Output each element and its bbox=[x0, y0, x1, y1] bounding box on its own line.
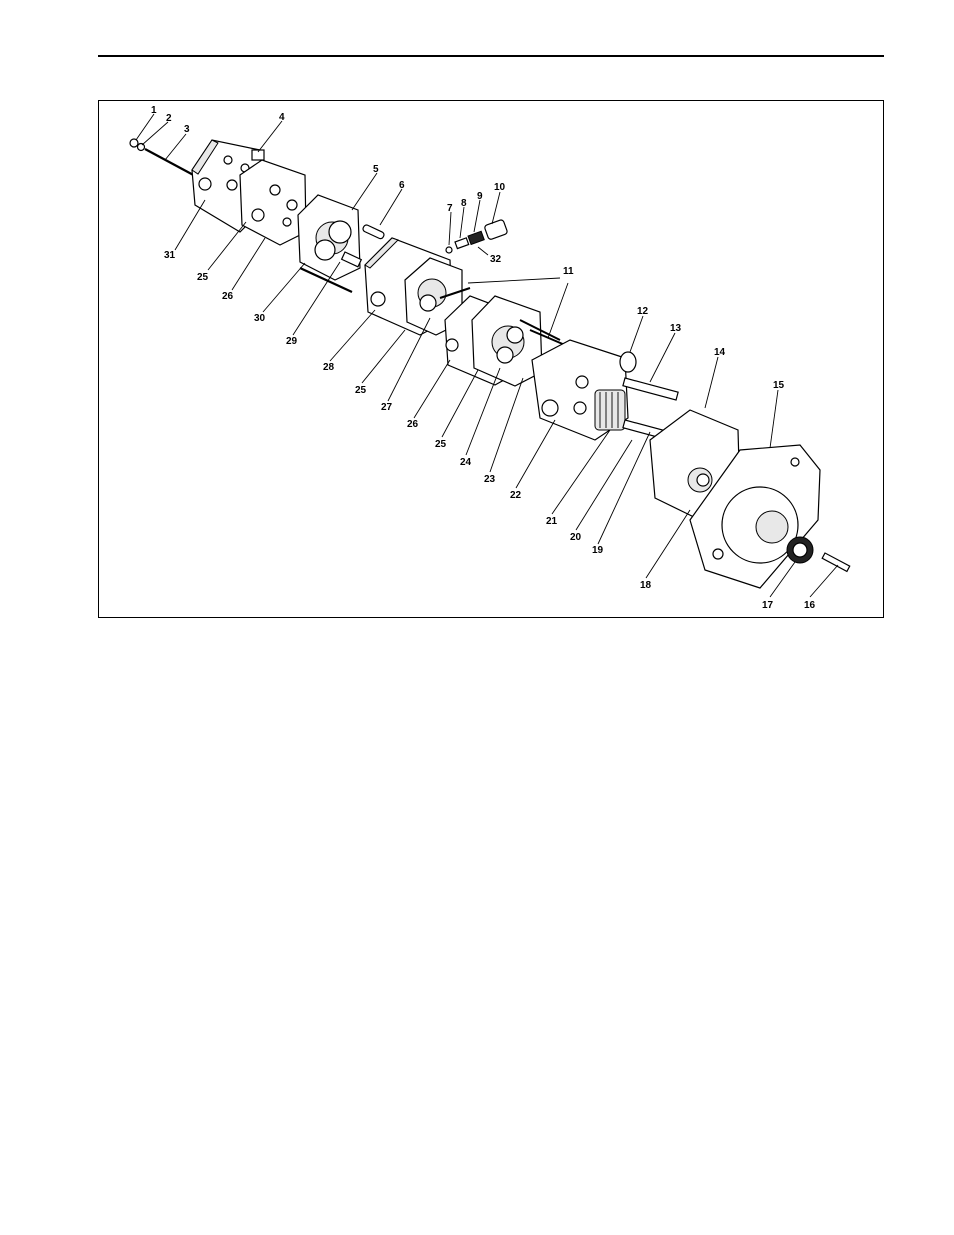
callout-25-front: 25 bbox=[435, 439, 447, 450]
callout-12: 12 bbox=[637, 306, 649, 317]
callout-3: 3 bbox=[184, 124, 190, 135]
callout-22: 22 bbox=[510, 490, 522, 501]
callout-23: 23 bbox=[484, 474, 496, 485]
callout-6: 6 bbox=[399, 180, 405, 191]
callout-16: 16 bbox=[804, 600, 816, 611]
callout-13: 13 bbox=[670, 323, 682, 334]
callout-1: 1 bbox=[151, 105, 157, 116]
seal-key-drawing bbox=[787, 537, 850, 571]
callout-15: 15 bbox=[773, 380, 785, 391]
callout-24: 24 bbox=[460, 457, 472, 468]
wear-plate-drawing-rear bbox=[240, 160, 306, 245]
relief-valve-drawing bbox=[446, 219, 508, 253]
callout-14: 14 bbox=[714, 347, 726, 358]
callout-2: 2 bbox=[166, 113, 172, 124]
callout-17: 17 bbox=[762, 600, 774, 611]
callout-28: 28 bbox=[323, 362, 335, 373]
callout-19: 19 bbox=[592, 545, 604, 556]
callout-8: 8 bbox=[461, 198, 467, 209]
callout-27: 27 bbox=[381, 402, 393, 413]
callout-30: 30 bbox=[254, 313, 266, 324]
callout-18: 18 bbox=[640, 580, 652, 591]
callout-31: 31 bbox=[164, 250, 176, 261]
callout-10: 10 bbox=[494, 182, 506, 193]
callout-7: 7 bbox=[447, 203, 453, 214]
callout-32: 32 bbox=[490, 254, 502, 265]
gear-housing-drawing-rear bbox=[298, 195, 361, 280]
callout-25-rear: 25 bbox=[197, 272, 209, 283]
callout-11: 11 bbox=[563, 266, 574, 277]
front-housing-drawing bbox=[532, 340, 678, 440]
callout-9: 9 bbox=[477, 191, 483, 202]
callout-21: 21 bbox=[546, 516, 558, 527]
callout-29: 29 bbox=[286, 336, 298, 347]
dowel-pin-drawing bbox=[362, 224, 385, 240]
callout-5: 5 bbox=[373, 164, 379, 175]
callout-4: 4 bbox=[279, 112, 285, 123]
callout-26-front: 26 bbox=[407, 419, 419, 430]
callout-26-rear: 26 bbox=[222, 291, 234, 302]
callout-25-middle: 25 bbox=[355, 385, 367, 396]
callout-20: 20 bbox=[570, 532, 582, 543]
